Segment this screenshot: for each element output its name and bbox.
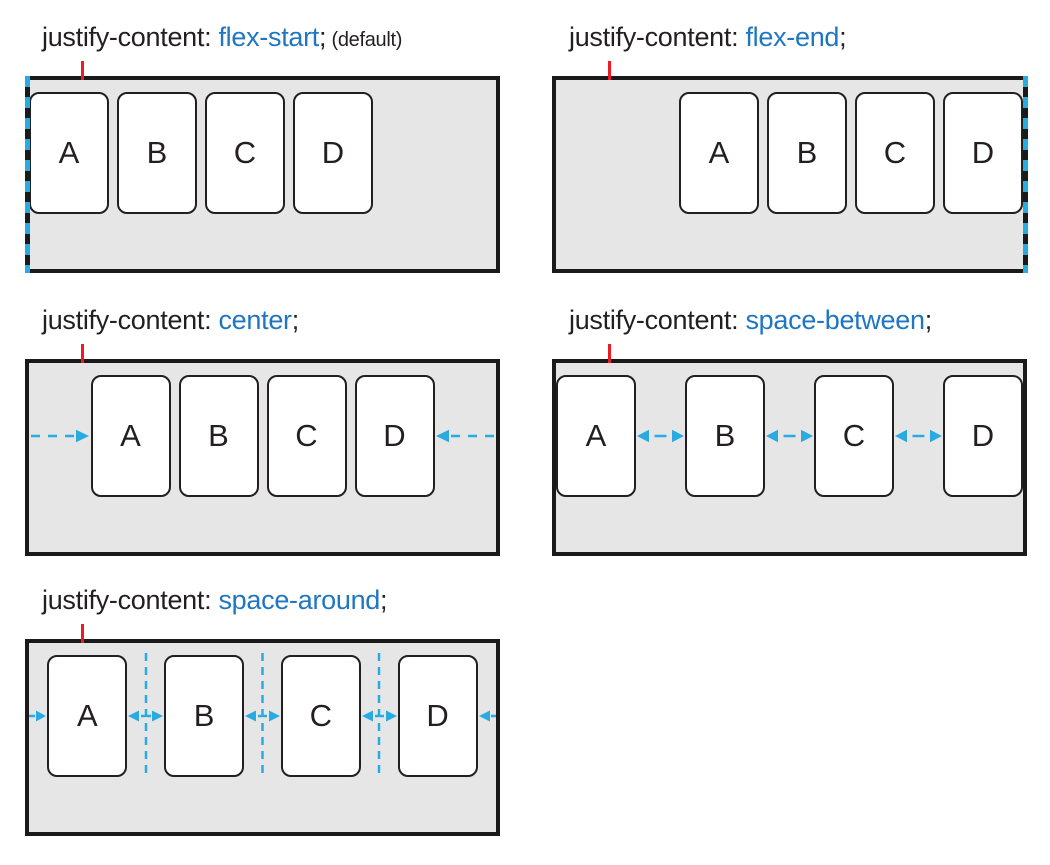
flex-item: B xyxy=(767,92,847,214)
flex-items-row: A B C D xyxy=(29,363,496,552)
flex-container: A B C D xyxy=(552,61,1028,273)
flex-container: A B C D xyxy=(24,61,500,273)
panel-title: justify-content: center; xyxy=(25,301,500,359)
flex-item: B xyxy=(685,375,765,497)
flex-item: A xyxy=(556,375,636,497)
panel-flex-end: justify-content: flex-end; A B C D xyxy=(552,18,1028,273)
panel-space-around: justify-content: space-around; A B C D xyxy=(25,581,500,836)
panel-flex-start: justify-content: flex-start; (default) A… xyxy=(24,18,500,273)
panel-title: justify-content: flex-end; xyxy=(552,18,1027,76)
flex-item: D xyxy=(397,655,478,777)
flex-items-row: A B C D xyxy=(556,363,1023,552)
flex-items-row: A B C D xyxy=(556,80,1023,269)
semicolon: ; xyxy=(839,22,847,52)
flex-item: C xyxy=(814,375,894,497)
flex-item: D xyxy=(943,92,1023,214)
flex-item: C xyxy=(855,92,935,214)
flex-item: B xyxy=(117,92,197,214)
flex-item: A xyxy=(29,92,109,214)
property-value: space-between xyxy=(745,305,925,335)
flex-item: D xyxy=(354,375,435,497)
flex-item: A xyxy=(47,655,128,777)
property-name: justify-content: xyxy=(42,22,219,52)
red-tick-marker xyxy=(81,61,84,80)
property-value: flex-end xyxy=(745,22,840,52)
flex-item: D xyxy=(293,92,373,214)
panel-title: justify-content: space-around; xyxy=(25,581,500,639)
red-tick-marker xyxy=(608,61,611,80)
property-name: justify-content: xyxy=(42,585,219,615)
flex-container: A B C D xyxy=(25,344,500,556)
red-tick-marker xyxy=(81,344,84,363)
panel-space-between: justify-content: space-between; A B C D xyxy=(552,301,1027,556)
flex-item: B xyxy=(178,375,259,497)
end-edge-indicator xyxy=(1022,76,1028,273)
semicolon: ; xyxy=(380,585,388,615)
default-note: (default) xyxy=(326,29,403,51)
red-tick-marker xyxy=(608,344,611,363)
semicolon: ; xyxy=(924,305,933,335)
property-value: space-around xyxy=(218,585,380,615)
property-name: justify-content: xyxy=(569,22,746,52)
flex-items-row: A B C D xyxy=(29,80,496,269)
flex-item: C xyxy=(280,655,361,777)
flex-item: C xyxy=(266,375,347,497)
flex-item: A xyxy=(90,375,171,497)
red-tick-marker xyxy=(81,624,84,643)
flex-item: A xyxy=(679,92,759,214)
flex-items-row: A B C D xyxy=(29,643,496,832)
panel-title: justify-content: flex-start; (default) xyxy=(25,18,500,76)
property-value: flex-start xyxy=(218,22,320,52)
semicolon: ; xyxy=(319,22,327,52)
flex-item: C xyxy=(205,92,285,214)
flex-container: A B C D xyxy=(25,624,500,836)
flex-item: B xyxy=(164,655,245,777)
property-name: justify-content: xyxy=(569,305,746,335)
flex-container: A B C D xyxy=(552,344,1027,556)
semicolon: ; xyxy=(291,305,300,335)
property-name: justify-content: xyxy=(42,305,219,335)
panel-center: justify-content: center; A B C D xyxy=(25,301,500,556)
panel-title: justify-content: space-between; xyxy=(552,301,1027,359)
start-edge-indicator xyxy=(24,76,30,273)
flex-item: D xyxy=(943,375,1023,497)
property-value: center xyxy=(218,305,292,335)
